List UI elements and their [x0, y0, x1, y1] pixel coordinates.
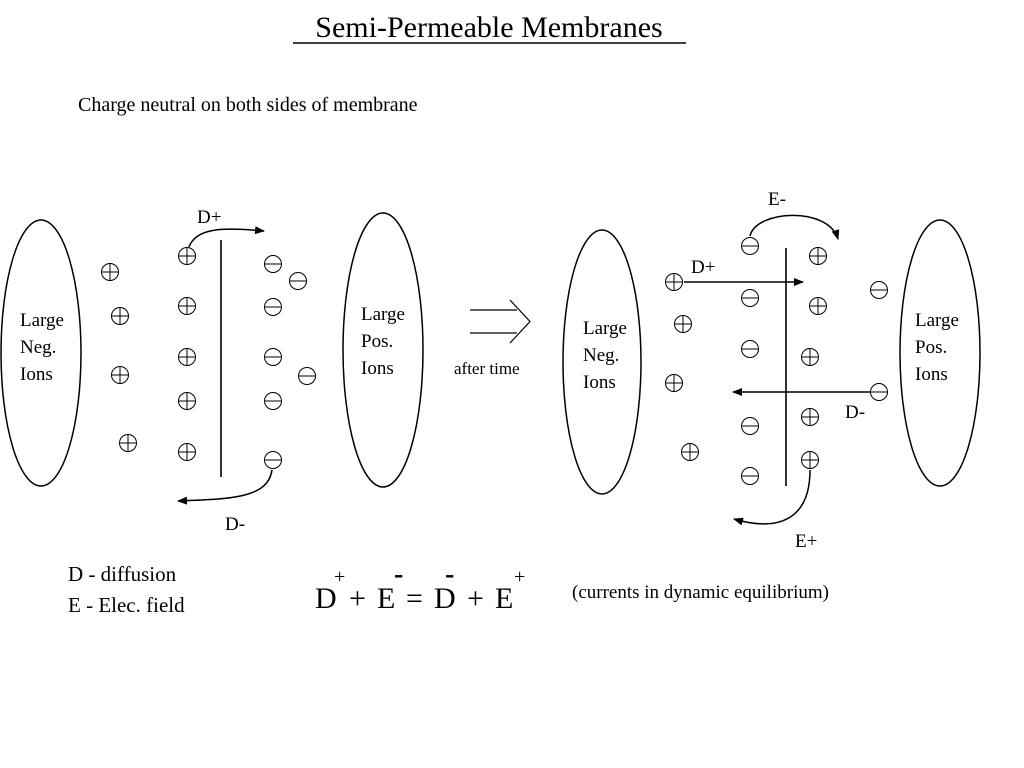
- legend-electric-field: E - Elec. field: [68, 593, 185, 617]
- positive-ion-icon: [111, 366, 129, 384]
- eq-e2-sup: +: [514, 566, 525, 588]
- left-pos-label-line-1: Large: [361, 304, 405, 325]
- eq-e1-sup: -: [394, 559, 403, 590]
- left-neg-cell-label: Large Neg. Ions: [20, 310, 69, 385]
- right-pos-label-line-1: Large: [915, 310, 959, 331]
- negative-ion-icon: [264, 255, 282, 273]
- eq-e2: E: [495, 582, 513, 615]
- positive-ion-icon: [665, 374, 683, 392]
- eq-e1: E: [377, 582, 395, 615]
- left-neg-label-line-1: Large: [20, 310, 64, 331]
- page-title: Semi-Permeable Membranes: [315, 11, 662, 44]
- positive-ion-icon: [801, 451, 819, 469]
- positive-ion-icon: [178, 443, 196, 461]
- right-e-plus-arrow: [733, 469, 811, 526]
- eq-d2: D: [434, 582, 456, 615]
- transition-label: after time: [454, 359, 520, 378]
- right-d-plus-label: D+: [691, 257, 715, 278]
- right-neg-label-line-3: Ions: [583, 372, 616, 393]
- right-panel: Large Neg. Ions Large Pos. Ions E- D+ D-…: [562, 189, 981, 552]
- negative-ion-icon: [264, 298, 282, 316]
- eq-equals: =: [406, 582, 423, 615]
- positive-ion-icon: [178, 247, 196, 265]
- right-pos-label-line-2: Pos.: [915, 337, 947, 358]
- negative-ion-icon: [264, 451, 282, 469]
- right-d-minus-label: D-: [845, 402, 865, 423]
- transition-arrow: [470, 299, 531, 344]
- right-neg-label-line-2: Neg.: [583, 345, 619, 366]
- subtitle: Charge neutral on both sides of membrane: [78, 94, 418, 116]
- negative-ion-icon: [741, 340, 759, 358]
- eq-d1-sup: +: [334, 566, 345, 588]
- positive-ion-icon: [681, 443, 699, 461]
- right-pos-label-line-3: Ions: [915, 364, 948, 385]
- negative-ion-icon: [264, 348, 282, 366]
- eq-plus-1: +: [349, 582, 366, 615]
- positive-ion-icon: [801, 408, 819, 426]
- right-neg-cell-label: Large Neg. Ions: [583, 318, 632, 393]
- positive-ion-icon: [665, 273, 683, 291]
- positive-ion-icon: [674, 315, 692, 333]
- negative-ion-icon: [289, 272, 307, 290]
- left-pos-cell-label: Large Pos. Ions: [361, 304, 410, 379]
- left-large-neg-ion-cell: [0, 219, 82, 487]
- negative-ion-icon: [870, 383, 888, 401]
- right-large-neg-ion-cell: [562, 229, 642, 495]
- right-e-minus-arrow: [749, 214, 840, 240]
- left-large-pos-ion-cell: [342, 212, 424, 488]
- right-panel-ions: [665, 237, 888, 485]
- positive-ion-icon: [801, 348, 819, 366]
- eq-plus-2: +: [467, 582, 484, 615]
- negative-ion-icon: [741, 417, 759, 435]
- right-pos-cell-label: Large Pos. Ions: [915, 310, 964, 385]
- eq-d2-sup: -: [445, 559, 454, 590]
- eq-d1: D: [315, 582, 337, 615]
- positive-ion-icon: [101, 263, 119, 281]
- positive-ion-icon: [111, 307, 129, 325]
- positive-ion-icon: [178, 297, 196, 315]
- equilibrium-note: (currents in dynamic equilibrium): [572, 582, 829, 603]
- right-e-plus-label: E+: [795, 531, 817, 552]
- negative-ion-icon: [741, 237, 759, 255]
- left-d-minus-label: D-: [225, 514, 245, 535]
- negative-ion-icon: [264, 392, 282, 410]
- left-panel: Large Neg. Ions Large Pos. Ions D+ D-: [0, 207, 424, 535]
- right-large-pos-ion-cell: [899, 219, 981, 487]
- negative-ion-icon: [870, 281, 888, 299]
- negative-ion-icon: [298, 367, 316, 385]
- positive-ion-icon: [809, 297, 827, 315]
- left-neg-label-line-3: Ions: [20, 364, 53, 385]
- left-d-plus-label: D+: [197, 207, 221, 228]
- right-neg-label-line-1: Large: [583, 318, 627, 339]
- left-d-plus-arrow: [188, 226, 265, 248]
- positive-ion-icon: [178, 392, 196, 410]
- positive-ion-icon: [809, 247, 827, 265]
- negative-ion-icon: [741, 467, 759, 485]
- equation: D + + E - = D - + E +: [315, 559, 525, 615]
- left-pos-label-line-2: Pos.: [361, 331, 393, 352]
- legend-diffusion: D - diffusion: [68, 562, 177, 586]
- positive-ion-icon: [119, 434, 137, 452]
- negative-ion-icon: [741, 289, 759, 307]
- positive-ion-icon: [178, 348, 196, 366]
- right-e-minus-label: E-: [768, 189, 786, 210]
- left-d-minus-arrow: [177, 469, 273, 505]
- left-neg-label-line-2: Neg.: [20, 337, 56, 358]
- transition-arrow-head: [509, 299, 531, 344]
- left-panel-ions: [101, 247, 316, 469]
- left-pos-label-line-3: Ions: [361, 358, 394, 379]
